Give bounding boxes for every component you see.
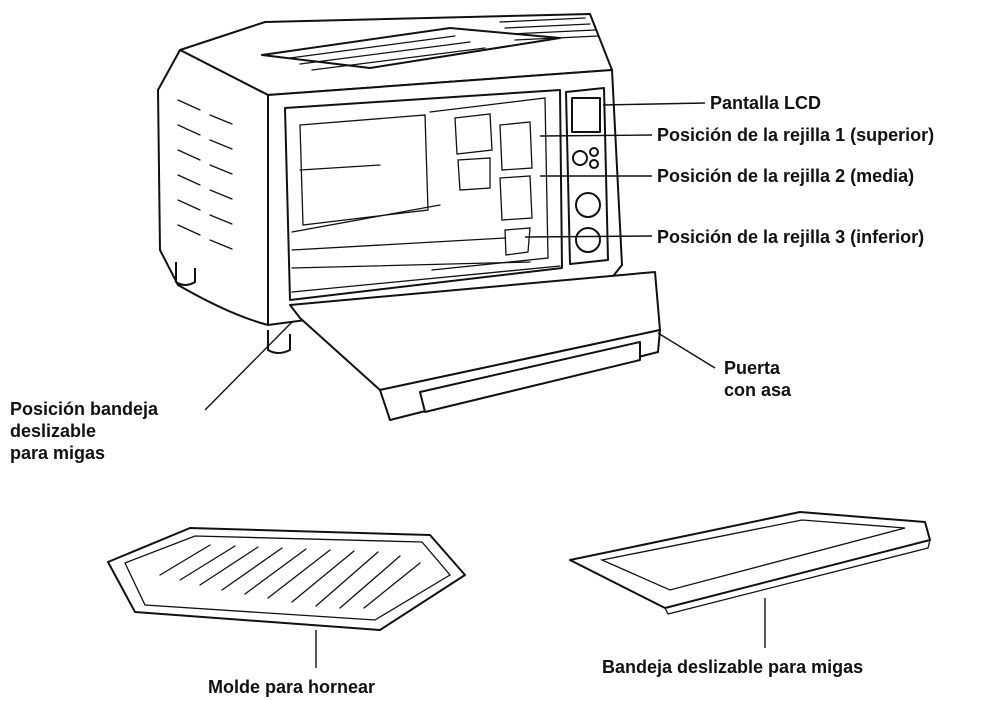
pan-ridges [159,544,421,609]
rack-position-2-label: Posición de la rejilla 2 (media) [657,166,915,186]
lcd-label: Pantalla LCD [710,93,822,113]
side-vents [177,99,233,250]
toaster-oven-illustration [157,13,661,421]
baking-pan-label: Molde para hornear [208,677,376,697]
crumb-tray-illustration [569,511,931,615]
rack1-leader-line [539,134,653,137]
lcd-leader-line [602,102,706,106]
crumb-position-line-3: para migas [10,443,106,463]
callout-lines [204,102,766,668]
rack-position-1-label: Posición de la rejilla 1 (superior) [657,125,935,145]
door-label-line-1: Puerta [724,358,781,378]
rack3-leader-line [524,235,653,238]
rack-position-3-label: Posición de la rejilla 3 (inferior) [657,227,925,247]
crumb-position-line-2: deslizable [10,421,97,441]
baking-pan-illustration [107,527,466,631]
door-label-line-2: con asa [724,380,792,400]
crumb-tray-position-label: Posición bandeja deslizable para migas [10,398,158,464]
door-label: Puerta con asa [724,357,791,401]
crumb-position-leader-line [204,321,293,411]
crumb-position-line-1: Posición bandeja [10,399,159,419]
door-leader-line [657,332,716,369]
crumb-tray-label: Bandeja deslizable para migas [602,657,864,677]
